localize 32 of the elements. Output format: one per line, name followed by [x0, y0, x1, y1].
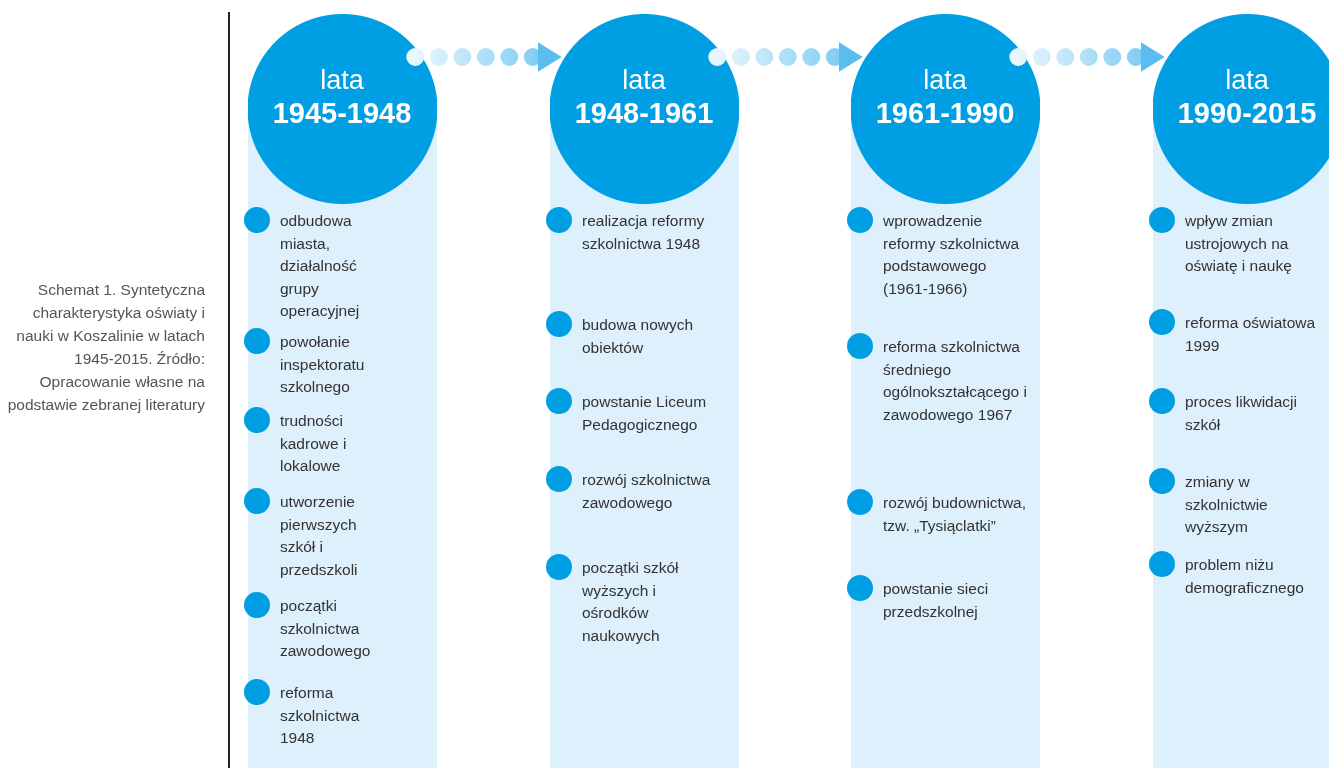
- period-label: lata: [1225, 64, 1269, 96]
- dotted-arrow: [1009, 42, 1165, 72]
- list-item: zmiany w szkolnictwie wyższym: [1185, 472, 1269, 537]
- period-years: 1961-1990: [875, 96, 1015, 130]
- list-item: proces likwidacji szkół: [1185, 392, 1298, 435]
- list-item: realizacja reformy szkolnictwa 1948: [582, 211, 706, 254]
- list-item: wpływ zmian ustrojowych na oświatę i naukę: [1185, 211, 1293, 276]
- list-item: budowa nowych obiektów: [582, 315, 695, 358]
- list-item: rozwój budownictwa, tzw. „Tysiąclatki”: [883, 493, 1027, 536]
- period-label: lata: [622, 64, 666, 96]
- list-item: problem niżu demograficznego: [1185, 555, 1305, 598]
- list-item: powstanie Liceum Pedagogicznego: [582, 392, 708, 435]
- caption: Schemat 1. Syntetyczna charakterystyka oświaty i nauki w Koszalinie w latach 1945-2015. Źródło: Opracowanie własne na podstawie zebranej literatury: [6, 280, 205, 415]
- list-item: trudności kadrowe i lokalowe: [280, 411, 348, 476]
- dotted-arrow: [708, 42, 863, 72]
- list-item: początki szkół wyższych i ośrodków naukowych: [582, 558, 680, 646]
- period-label: lata: [923, 64, 967, 96]
- period-years: 1990-2015: [1177, 96, 1317, 130]
- list-item: reforma szkolnictwa średniego ogólnokształcącego i zawodowego 1967: [883, 337, 1028, 425]
- period-label: lata: [320, 64, 364, 96]
- list-item: powołanie inspektoratu szkolnego: [280, 332, 366, 397]
- list-item: rozwój szkolnictwa zawodowego: [582, 470, 712, 513]
- period-years: 1945-1948: [272, 96, 412, 130]
- list-item: utworzenie pierwszych szkół i przedszkoli: [280, 492, 359, 580]
- list-item: odbudowa miasta, działalność grupy operacyjnej: [280, 211, 361, 321]
- list-item: wprowadzenie reformy szkolnictwa podstawowego (1961-1966): [883, 211, 1021, 299]
- list-item: początki szkolnictwa zawodowego: [280, 596, 372, 661]
- dotted-arrow: [406, 42, 562, 72]
- period-years: 1948-1961: [574, 96, 714, 130]
- list-item: reforma szkolnictwa 1948: [280, 683, 361, 748]
- list-item: reforma oświatowa 1999: [1185, 313, 1317, 356]
- list-item: powstanie sieci przedszkolnej: [883, 579, 990, 622]
